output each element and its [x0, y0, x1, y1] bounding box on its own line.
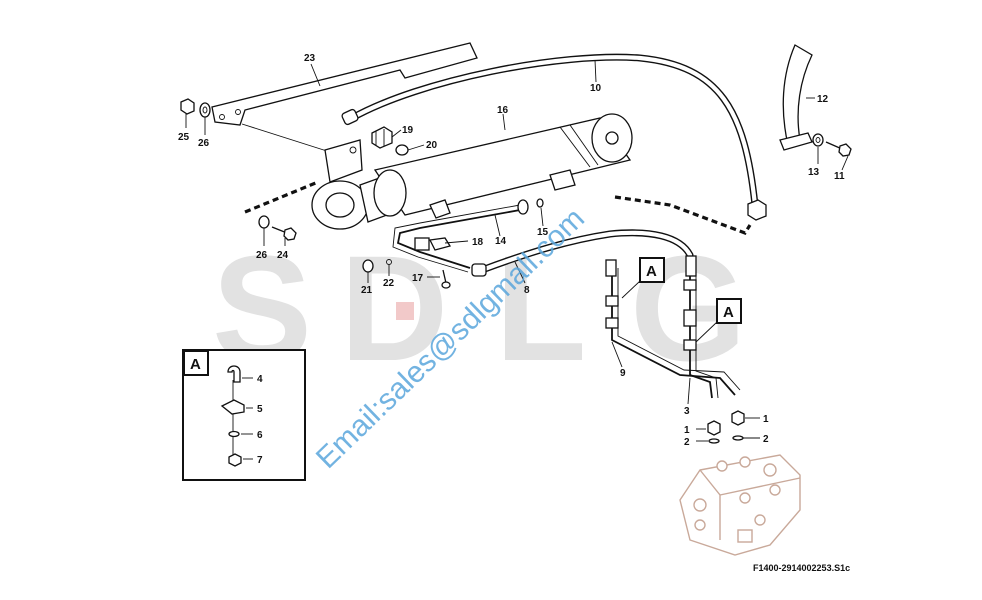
seal-2-left: [708, 438, 720, 444]
detail-item-7: 7: [257, 455, 263, 466]
dashed-hose-left: [244, 180, 319, 214]
label-22: 22: [383, 278, 395, 289]
label-15: 15: [537, 227, 549, 238]
plug-21: [362, 259, 374, 273]
label-11: 11: [834, 171, 845, 182]
label-1-left: 1: [684, 425, 690, 436]
hose-fitting-left: [605, 259, 619, 329]
label-24: 24: [277, 250, 289, 261]
label-10: 10: [590, 83, 602, 94]
seal-20: [395, 144, 409, 156]
detail-item-6: 6: [257, 430, 263, 441]
label-18: 18: [472, 237, 484, 248]
label-25: 25: [178, 132, 190, 143]
callout-a-2-label: A: [723, 304, 734, 321]
hose-fitting-right: [683, 255, 697, 351]
detail-clip-4: [227, 365, 241, 383]
tube-14: [392, 199, 529, 273]
coupling-1-right: [731, 410, 745, 426]
leader-lines: [185, 59, 849, 442]
washer-26-top: [199, 102, 211, 118]
bracket-23: [211, 42, 478, 153]
label-1-right: 1: [763, 414, 769, 425]
detail-nut-7: [228, 453, 242, 467]
label-9: 9: [620, 368, 626, 379]
detail-a-panel: A 4 5 6 7: [182, 349, 306, 481]
label-13: 13: [808, 167, 820, 178]
watermark-letter-d: D: [340, 224, 448, 392]
label-23: 23: [304, 53, 316, 64]
bolt-17: [441, 269, 451, 289]
label-26-top: 26: [198, 138, 210, 149]
pin-22: [386, 259, 392, 265]
hose-10: [341, 53, 767, 221]
seal-2-right: [732, 435, 744, 441]
label-3: 3: [684, 406, 690, 417]
washer-13: [812, 133, 824, 147]
label-8: 8: [524, 285, 530, 296]
fitting-19: [371, 126, 393, 149]
label-14: 14: [495, 236, 507, 247]
seal-15: [536, 198, 544, 208]
callout-a-2: A: [716, 298, 742, 324]
bolt-24: [271, 226, 297, 241]
control-valve-block: [679, 454, 801, 556]
detail-washer-6: [228, 430, 240, 438]
detail-item-5: 5: [257, 404, 263, 415]
hydraulic-cylinder-16: [311, 113, 633, 230]
clamp-18: [414, 237, 452, 251]
dashed-hose-right: [614, 195, 752, 235]
sdlg-watermark: S D L G: [212, 224, 747, 392]
label-20: 20: [426, 140, 438, 151]
drawing-reference: F1400-2914002253.S1c: [753, 563, 850, 573]
detail-item-4: 4: [257, 374, 263, 385]
part-number-labels: 23 25 26 19 20 16 10 12 13 11 26 24 18 1…: [178, 53, 845, 448]
washer-26-bottom: [258, 215, 270, 229]
callout-a-1: A: [639, 257, 665, 283]
detail-a-label: A: [190, 356, 201, 373]
label-2-right: 2: [763, 434, 769, 445]
guide-12: [779, 44, 813, 151]
callout-a-1-label: A: [646, 263, 657, 280]
bolt-11: [825, 141, 852, 157]
label-2-left: 2: [684, 437, 690, 448]
detail-clamp-5: [220, 399, 245, 415]
label-21: 21: [361, 285, 373, 296]
label-12: 12: [817, 94, 829, 105]
label-17: 17: [412, 273, 424, 284]
hose-8: [471, 229, 694, 277]
watermark-accent-square: [396, 302, 414, 320]
label-16: 16: [497, 105, 509, 116]
label-19: 19: [402, 125, 414, 136]
coupling-1-left: [707, 420, 721, 436]
nut-25: [180, 98, 195, 115]
label-26-bottom: 26: [256, 250, 268, 261]
